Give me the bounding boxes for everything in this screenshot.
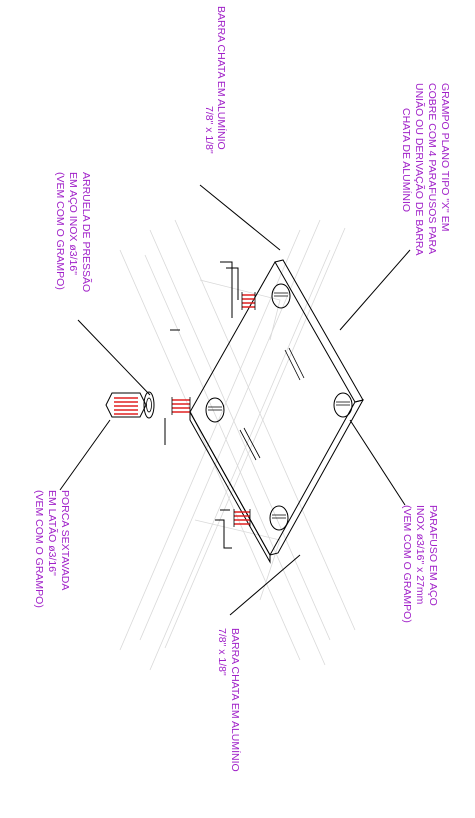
leader-lines bbox=[59, 184, 411, 616]
aluminum-bar-lower bbox=[164, 418, 232, 549]
label-barra-bottom-line2: 7/8" x 1/8" bbox=[216, 628, 228, 676]
hex-nut bbox=[105, 392, 147, 418]
label-grampo-line2: COBRE COM 4 PARAFUSOS PARA bbox=[426, 83, 438, 254]
screw-head-left bbox=[205, 397, 225, 423]
label-grampo-line3: UNIÃO OU DERIVAÇÃO DE BARRA bbox=[413, 83, 426, 256]
thread-left bbox=[171, 397, 191, 415]
label-arruela: ARRUELA DE PRESSÃO EM AÇO INOX ø3/16" (V… bbox=[54, 172, 93, 292]
label-arruela-line3: (VEM COM O GRAMPO) bbox=[54, 172, 66, 290]
label-grampo-line1: GRAMPO PLANO TIPO "X" EM bbox=[439, 83, 451, 231]
label-arruela-line2: EM AÇO INOX ø3/16" bbox=[67, 172, 79, 275]
label-barra-top-line2: 7/8" x 1/8" bbox=[203, 106, 215, 154]
label-parafuso-line2: INOX ø3/16" x 27mm bbox=[414, 505, 426, 605]
screw-head-top bbox=[271, 283, 291, 309]
label-porca-line2: EM LATÃO ø3/16" bbox=[46, 490, 59, 576]
lock-washer bbox=[143, 391, 155, 419]
label-parafuso-line3: (VEM COM O GRAMPO) bbox=[401, 505, 413, 623]
label-arruela-line1: ARRUELA DE PRESSÃO bbox=[80, 172, 93, 292]
label-barra-top: BARRA CHATA EM ALUMÍNIO 7/8" x 1/8" bbox=[203, 6, 228, 154]
label-porca-line1: PORCA SEXTAVADA bbox=[59, 490, 71, 590]
label-porca: PORCA SEXTAVADA EM LATÃO ø3/16" (VEM COM… bbox=[33, 490, 71, 608]
label-porca-line3: (VEM COM O GRAMPO) bbox=[33, 490, 45, 608]
thread-top bbox=[241, 292, 256, 310]
label-barra-bottom: BARRA CHATA EM ALUMÍNIO 7/8" x 1/8" bbox=[216, 628, 242, 772]
screw-head-bottom bbox=[269, 505, 289, 531]
label-barra-top-line1: BARRA CHATA EM ALUMÍNIO bbox=[215, 6, 228, 150]
screw-head-right bbox=[333, 392, 353, 418]
label-grampo-line4: CHATA DE ALUMÍNIO bbox=[400, 108, 413, 212]
clamp-plate bbox=[189, 259, 364, 564]
ghost-bar-outlines bbox=[119, 219, 356, 671]
aluminum-bar-upper bbox=[170, 261, 239, 331]
label-parafuso-line1: PARAFUSO EM AÇO bbox=[427, 505, 439, 606]
label-barra-bottom-line1: BARRA CHATA EM ALUMÍNIO bbox=[229, 628, 242, 772]
label-grampo: GRAMPO PLANO TIPO "X" EM COBRE COM 4 PAR… bbox=[400, 83, 451, 256]
thread-bottom bbox=[233, 509, 251, 527]
label-parafuso: PARAFUSO EM AÇO INOX ø3/16" x 27mm (VEM … bbox=[401, 505, 439, 623]
